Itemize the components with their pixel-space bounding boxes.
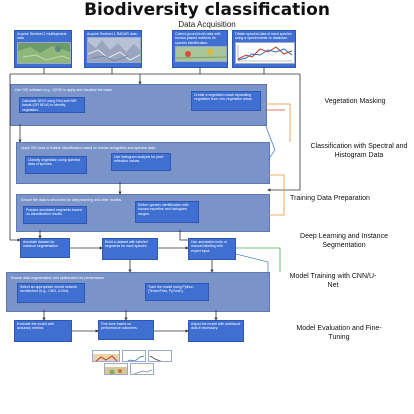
ndvi-text: Calculate NDVI using Red and NIR bands (… [22, 99, 77, 112]
labeled-dataset-box: Build a dataset with labeled segments fo… [102, 238, 158, 260]
acquire-sentinel2-box: Acquire Sentinel-2 multispectral data [14, 30, 72, 68]
segmentation-label: Deep Learning and Instance Segmentation [300, 233, 388, 249]
annotated-segments-text: Prepare annotated segments based on clas… [26, 208, 82, 217]
select-architecture-text: Select an appropriate neural network arc… [20, 285, 78, 294]
select-architecture-box: Select an appropriate neural network arc… [17, 283, 85, 303]
spectral-chart-thumbnail [235, 41, 295, 64]
annotation-tools-text: Use annotation tools or manual labeling … [191, 240, 227, 253]
annotation-tools-box: Use annotation tools or manual labeling … [188, 238, 236, 260]
refine-species-text: Refine species identification with human… [138, 203, 189, 216]
annotate-dataset-box: Annotate dataset for instance segmentati… [20, 238, 70, 258]
vegetation-mask-text: Create a vegetation mask separating vege… [194, 93, 253, 102]
evaluation-label: Model Evaluation and Fine-Tuning [296, 325, 382, 341]
classification-panel-text: Apply GIS tools to finalize classificati… [21, 146, 156, 150]
radar-image-thumbnail [87, 37, 141, 64]
vegetation-masking-panel-text: Use GIS software (e.g., QGIS) to apply a… [15, 88, 113, 92]
histogram-analysis-box: Use histogram analysis for pixel reflect… [111, 153, 171, 171]
refine-species-box: Refine species identification with human… [135, 201, 199, 223]
annotate-dataset-text: Annotate dataset for instance segmentati… [23, 240, 59, 249]
accuracy-chart-thumbnail [122, 350, 146, 362]
evaluate-model-text: Evaluate the model with accuracy metrics… [17, 322, 55, 331]
classify-vegetation-text: Classify vegetation using spectral data … [28, 158, 80, 167]
evaluate-model-box: Evaluate the model with accuracy metrics… [14, 320, 72, 342]
vegetation-masking-panel: Use GIS software (e.g., QGIS) to apply a… [10, 84, 267, 126]
classification-panel: Apply GIS tools to finalize classificati… [16, 142, 270, 184]
fine-tune-text: Fine-tune based on performance outcomes. [101, 322, 138, 331]
train-model-box: Train the model using Python (TensorFlow… [145, 283, 209, 301]
metric-chart-thumbnail [130, 363, 154, 375]
annotated-segments-box: Prepare annotated segments based on clas… [23, 206, 87, 224]
section-heading-data-acquisition: Data Acquisition [178, 20, 236, 29]
training-prep-label: Training Data Preparation [290, 195, 370, 202]
loss-chart-thumbnail [148, 350, 172, 362]
acquire-sentinel2-text: Acquire Sentinel-2 multispectral data [17, 32, 67, 41]
vegetation-masking-label: Vegetation Masking [324, 98, 386, 105]
training-prep-panel: Ensure the data is structured for deep l… [16, 194, 270, 232]
ndvi-box: Calculate NDVI using Red and NIR bands (… [19, 97, 85, 113]
fine-tune-box: Fine-tune based on performance outcomes. [98, 320, 154, 340]
model-training-panel-text: Ensure data augmentation and optimizatio… [11, 276, 106, 280]
ground-truth-box: Collect ground truth data with human-pla… [172, 30, 228, 68]
model-training-panel: Ensure data augmentation and optimizatio… [6, 272, 270, 312]
train-model-text: Train the model using Python (TensorFlow… [148, 285, 194, 294]
classify-vegetation-box: Classify vegetation using spectral data … [25, 156, 87, 174]
labeled-dataset-text: Build a dataset with labeled segments fo… [105, 240, 148, 249]
vegetation-mask-box: Create a vegetation mask separating vege… [191, 91, 261, 111]
adjust-model-box: Adjust the model with additional data if… [188, 320, 244, 342]
histogram-analysis-text: Use histogram analysis for pixel reflect… [114, 155, 164, 164]
adjust-model-text: Adjust the model with additional data if… [191, 322, 241, 331]
segmentation-result-thumbnail [104, 363, 128, 375]
model-training-label: Model Training with CNN/U-Net [289, 273, 377, 289]
acquire-sentinel1-box: Acquire Sentinel-1 RADAR data. [84, 30, 142, 68]
field-photo-thumbnail [175, 45, 227, 62]
result-map-thumbnail [92, 350, 120, 362]
satellite-image-thumbnail [17, 41, 71, 64]
page-title: Biodiversity classification [84, 0, 330, 20]
spectral-data-box: Obtain spectral data of each species usi… [232, 30, 296, 68]
classification-label: Classification with Spectral and Histogr… [310, 143, 408, 159]
acquire-sentinel1-text: Acquire Sentinel-1 RADAR data. [87, 32, 138, 36]
spectral-data-text: Obtain spectral data of each species usi… [235, 32, 292, 41]
training-prep-panel-text: Ensure the data is structured for deep l… [21, 198, 122, 202]
ground-truth-text: Collect ground truth data with human-pla… [175, 32, 221, 45]
